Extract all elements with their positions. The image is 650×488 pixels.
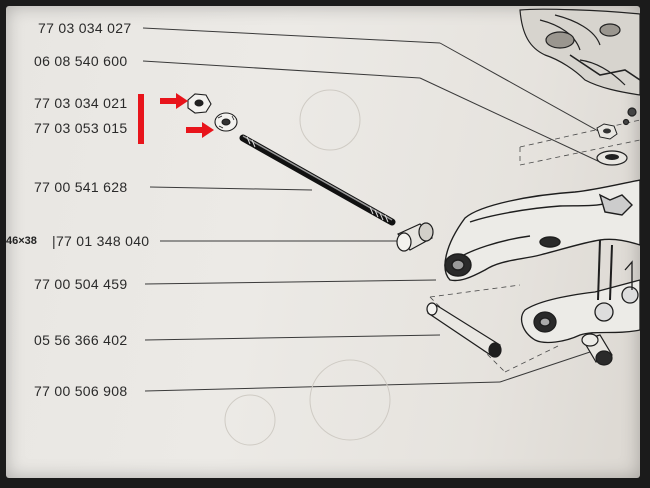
part-number-label: 77 03 053 015 xyxy=(34,120,128,136)
threaded-rod-icon xyxy=(239,134,396,226)
size-prefix-label: 46×38 xyxy=(6,235,37,247)
nut-right-icon xyxy=(596,123,618,140)
red-highlight-markers xyxy=(138,93,214,144)
part-number-label: 06 08 540 600 xyxy=(34,53,128,69)
part-number-label: 77 03 034 027 xyxy=(38,20,132,36)
arrow-right-icon xyxy=(160,93,188,109)
bracket-marker-icon xyxy=(138,94,144,144)
part-number-label: 77 03 034 021 xyxy=(34,95,128,111)
tube-icon xyxy=(426,302,502,358)
part-number-label: 77 00 504 459 xyxy=(34,276,128,292)
part-number-text: 77 01 348 040 xyxy=(55,233,150,249)
bleed-through-marks xyxy=(224,89,391,446)
arrow-right-icon xyxy=(186,122,214,138)
suspension-exploded-diagram xyxy=(138,8,640,446)
part-number-label: 77 00 541 628 xyxy=(34,179,128,195)
washer-right-icon xyxy=(596,150,628,166)
leader-lines xyxy=(142,27,601,392)
part-number-label: 05 56 366 402 xyxy=(34,332,128,348)
part-number-label: |77 01 348 040 xyxy=(52,233,150,249)
part-number-label: 77 00 506 908 xyxy=(34,383,128,399)
spacer-bushing-icon xyxy=(396,222,434,252)
washer-top-left-icon xyxy=(214,112,238,132)
parts-catalog-page: 77 03 034 027 06 08 540 600 77 03 034 02… xyxy=(6,6,640,478)
lower-arm-icon xyxy=(521,239,640,344)
nut-top-left-icon xyxy=(187,93,212,114)
upper-wishbone-icon xyxy=(444,179,640,282)
housing-casting-icon xyxy=(519,8,640,126)
bushing-bottom-right-icon xyxy=(581,333,613,366)
